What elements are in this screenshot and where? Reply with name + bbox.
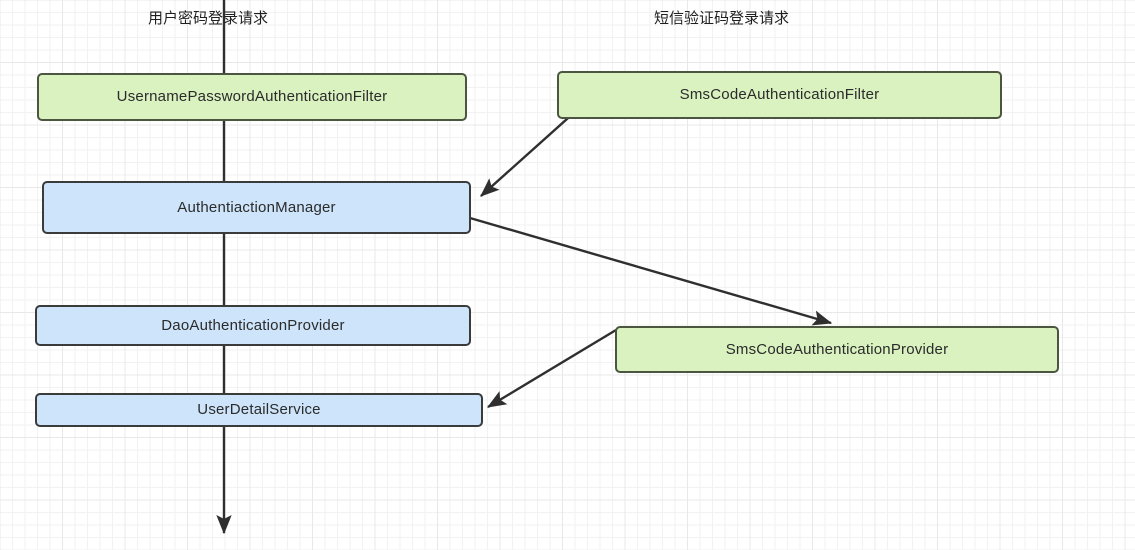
node-sms-code-authentication-provider[interactable]: SmsCodeAuthenticationProvider [615,326,1059,373]
swimlane-label-sms-code-login-request: 短信验证码登录请求 [654,10,790,27]
sms-provider-to-user-detail-service-arrow [486,328,617,409]
node-sms-code-authentication-filter[interactable]: SmsCodeAuthenticationFilter [557,71,1002,119]
node-user-detail-service[interactable]: UserDetailService [35,393,483,427]
node-authentiaction-manager[interactable]: AuthentiactionManager [42,181,471,234]
node-dao-authentication-provider[interactable]: DaoAuthenticationProvider [35,305,471,346]
authentication-manager-to-sms-provider-arrow [469,216,833,326]
swimlane-label-user-password-login-request: 用户密码登录请求 [148,10,269,27]
node-username-password-authentication-filter[interactable]: UsernamePasswordAuthenticationFilter [37,73,467,121]
